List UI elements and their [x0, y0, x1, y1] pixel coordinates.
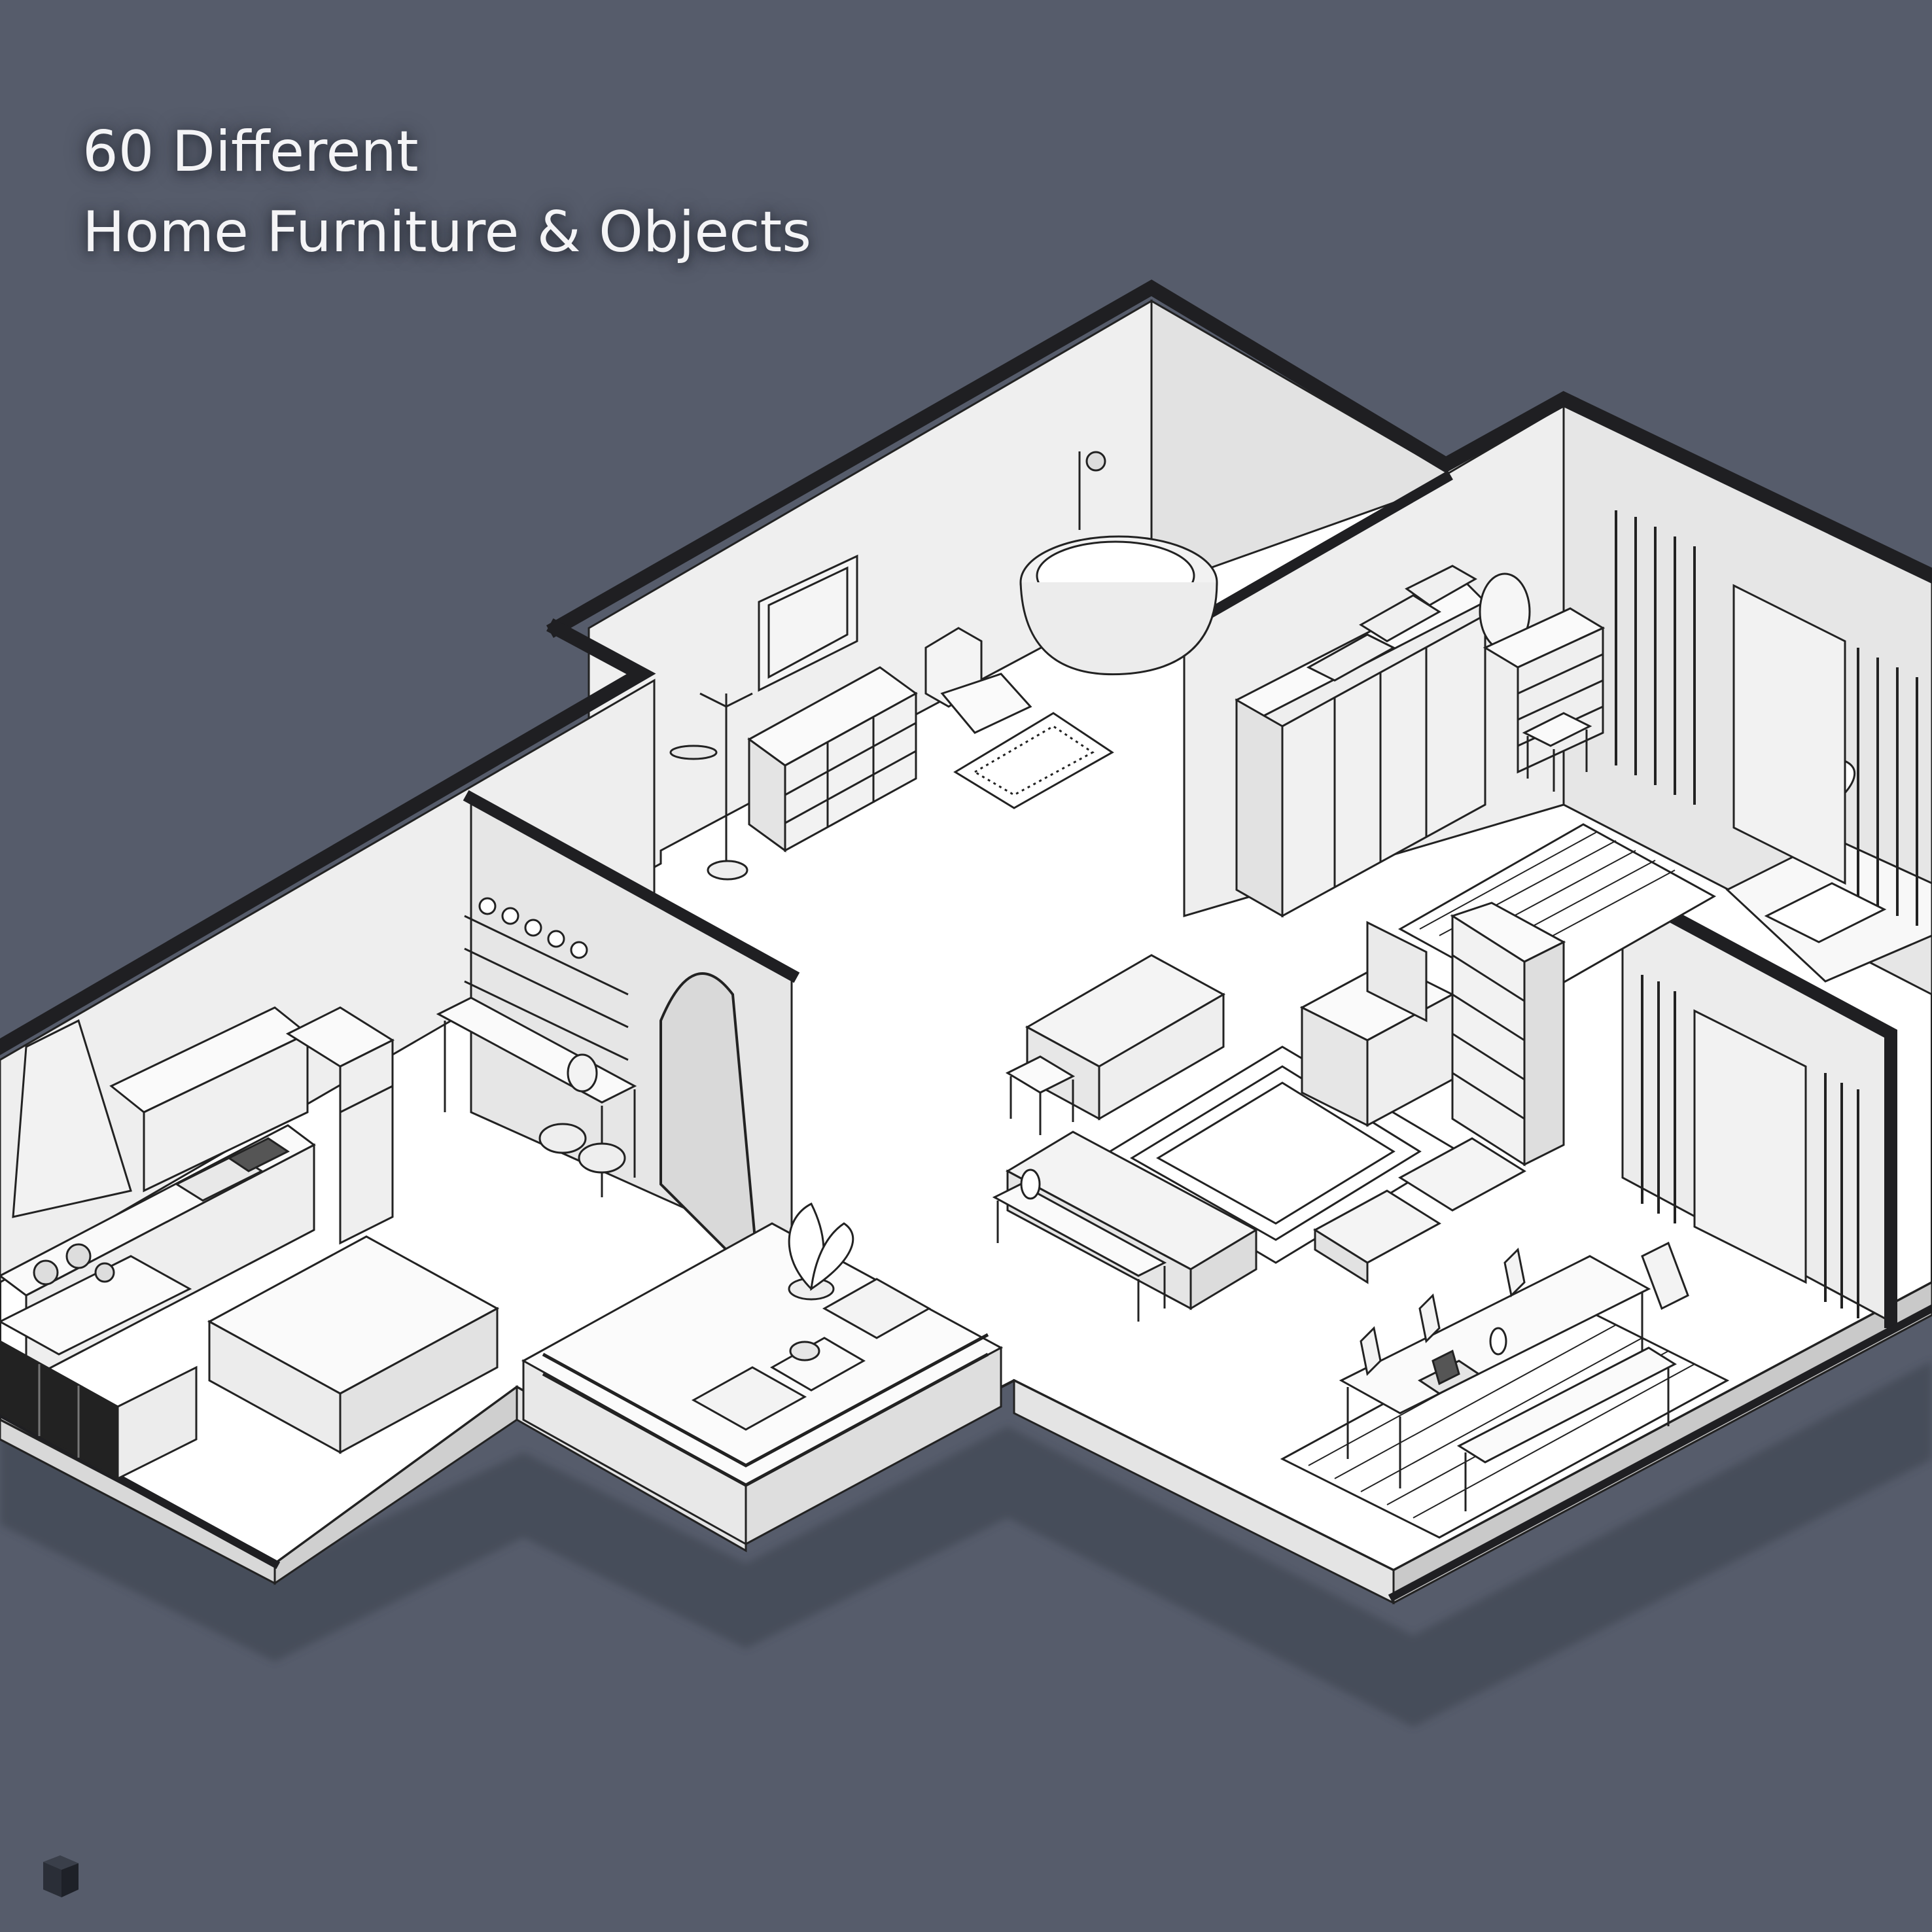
range-hood — [12, 1019, 132, 1218]
side-table — [1005, 1055, 1076, 1135]
heading-line-1: 60 Different — [82, 119, 419, 184]
kitchen — [0, 897, 637, 1481]
dark-base-cabinets — [0, 1340, 198, 1481]
railing — [542, 1333, 989, 1487]
bathroom — [669, 451, 1218, 881]
living-room — [992, 902, 1859, 1322]
house-shadow — [0, 1361, 1932, 1727]
kitchen-island — [207, 1235, 500, 1454]
dining-chairs — [1360, 1241, 1689, 1377]
shelf-with-jars — [464, 897, 629, 1061]
kitchen-counter — [0, 1124, 316, 1382]
window-curtains-living — [1641, 975, 1859, 1318]
console-bench — [992, 1168, 1167, 1322]
bedside-stool — [1522, 712, 1592, 792]
potted-plant-lounge — [788, 1202, 854, 1301]
arch-doorway — [659, 972, 761, 1286]
bathtub — [1019, 535, 1218, 676]
toilet — [924, 627, 1032, 734]
heading-line-2: Home Furniture & Objects — [82, 200, 812, 265]
dining-area — [1280, 1241, 1730, 1539]
upper-cabinets — [109, 1006, 309, 1193]
sideboard-table — [436, 996, 637, 1197]
cube-logo-icon — [43, 1855, 79, 1897]
dining-bench — [1456, 1346, 1677, 1511]
wall-tops — [0, 279, 1932, 1602]
bookshelf — [1450, 902, 1566, 1167]
coffee-table-lounge — [769, 1337, 866, 1392]
bath-rug — [953, 712, 1114, 809]
tv-console — [1299, 921, 1455, 1127]
lounge-chairs — [1313, 1137, 1526, 1284]
lounge-sofa — [691, 1278, 932, 1431]
shower-fixture — [1078, 451, 1106, 530]
table-vase — [1489, 1327, 1507, 1356]
vanity-dresser — [747, 666, 918, 852]
refrigerator — [285, 1006, 395, 1245]
window-curtains-bedroom — [1615, 510, 1918, 926]
storage-boxes — [1306, 565, 1478, 682]
laptop — [1418, 1349, 1481, 1395]
wall-mirror — [758, 554, 858, 692]
balcony-lounge — [521, 1202, 1004, 1546]
coat-rack — [669, 692, 753, 881]
